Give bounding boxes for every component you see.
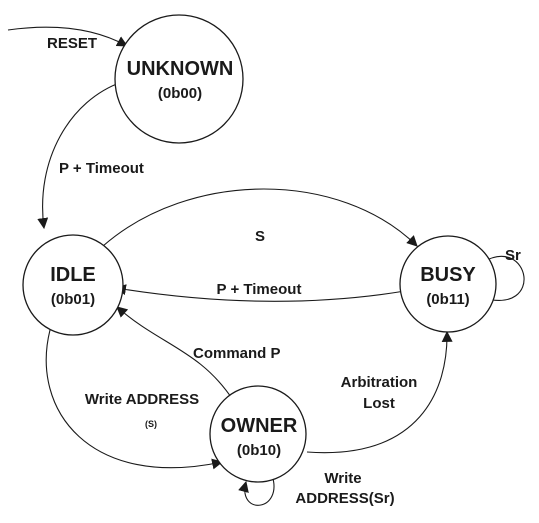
state-busy-circle: [399, 235, 497, 333]
idle-to-busy-label: S: [255, 228, 265, 245]
busy-to-idle-label: P + Timeout: [217, 281, 302, 298]
owner-to-busy-label-line1: Arbitration: [341, 374, 418, 391]
owner-to-busy-arrow: [306, 330, 453, 454]
state-owner-name: OWNER: [221, 415, 298, 437]
idle-to-busy-arrow: [102, 188, 418, 247]
owner-to-idle-arrow: [116, 306, 234, 401]
state-idle-name: IDLE: [50, 264, 96, 286]
owner-self-label-line1: Write: [324, 470, 361, 487]
busy-self-loop-arrow: [481, 255, 525, 306]
owner-to-idle-label: Command P: [193, 345, 281, 362]
reset-arrow: [7, 26, 128, 47]
busy-self-label: Sr: [505, 247, 521, 264]
unknown-to-idle-arrow: [37, 81, 123, 230]
state-idle-circle: [22, 234, 124, 336]
state-owner-code: (0b10): [237, 442, 281, 459]
idle-to-owner-arrow: [45, 329, 224, 470]
owner-self-label-line2: ADDRESS(Sr): [295, 490, 394, 507]
state-owner-circle: [209, 385, 307, 483]
idle-to-owner-label-line1: Write ADDRESS: [85, 391, 199, 408]
state-busy-name: BUSY: [420, 264, 476, 286]
owner-self-loop-arrow: [238, 474, 275, 506]
state-busy-code: (0b11): [426, 291, 469, 308]
idle-to-owner-label-line2: (S): [145, 419, 157, 429]
unknown-to-idle-label: P + Timeout: [59, 160, 144, 177]
state-unknown-code: (0b00): [158, 85, 202, 102]
state-idle-code: (0b01): [51, 291, 95, 308]
reset-label: RESET: [47, 35, 97, 52]
owner-to-busy-label-line2: Lost: [363, 395, 395, 412]
busy-to-idle-arrow: [114, 284, 406, 302]
state-unknown-name: UNKNOWN: [127, 58, 234, 80]
state-unknown-circle: [114, 14, 244, 144]
